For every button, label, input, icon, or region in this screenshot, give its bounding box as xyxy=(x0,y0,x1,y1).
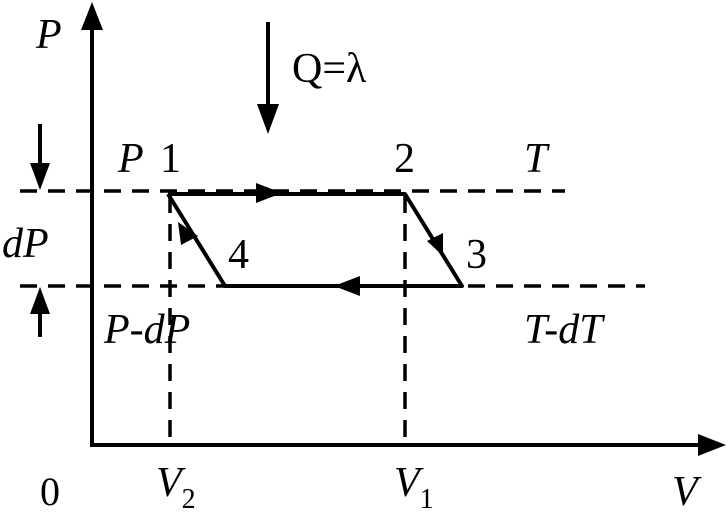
isotherm-upper-arrow-icon xyxy=(256,183,282,203)
upper-temperature-label: T xyxy=(524,136,550,182)
dp-up-arrow-icon xyxy=(30,287,50,314)
x-axis-arrow-icon xyxy=(698,434,726,456)
state-1-label: 1 xyxy=(160,136,181,182)
pressure-gap-label: dP xyxy=(2,221,49,267)
isotherm-lower-arrow-icon xyxy=(334,276,360,296)
lower-pressure-label: P-dP xyxy=(103,307,190,353)
v2-subscript: 2 xyxy=(182,484,196,515)
v1-base: V xyxy=(394,460,424,506)
x-axis-label: V xyxy=(672,469,702,515)
thermodynamic-cycle xyxy=(166,183,464,296)
heat-label: Q=λ xyxy=(292,46,367,92)
state-3-label: 3 xyxy=(466,232,487,278)
dp-indicator: dP xyxy=(2,124,50,337)
cycle-path xyxy=(166,192,464,288)
dp-down-arrow-icon xyxy=(30,163,50,190)
lower-temperature-label: T-dT xyxy=(524,307,605,353)
v2-base: V xyxy=(156,460,186,506)
axes xyxy=(81,2,726,456)
upper-pressure-label: P xyxy=(117,136,144,182)
y-axis-label: P xyxy=(35,12,62,58)
v1-subscript: 1 xyxy=(420,484,434,515)
y-axis-arrow-icon xyxy=(81,2,103,30)
v1-label: V1 xyxy=(394,460,434,515)
expansion-arrow-icon xyxy=(427,233,443,256)
state-2-label: 2 xyxy=(394,136,415,182)
heat-down-arrow-icon xyxy=(257,104,279,134)
heat-input: Q=λ xyxy=(257,22,367,134)
compression-arrow-icon xyxy=(178,222,198,245)
origin-label: 0 xyxy=(40,469,60,514)
state-4-label: 4 xyxy=(228,232,249,278)
v2-label: V2 xyxy=(156,460,196,515)
